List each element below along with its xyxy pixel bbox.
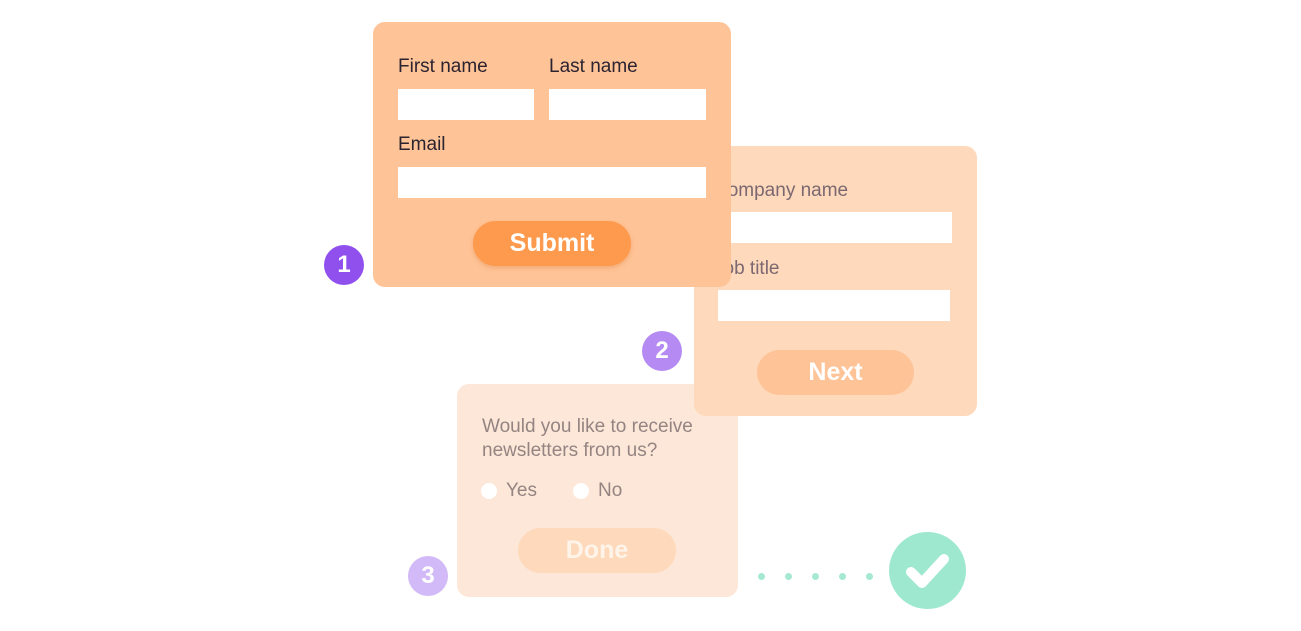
radio-yes[interactable] — [481, 483, 497, 499]
first-name-input[interactable] — [398, 89, 534, 120]
email-input[interactable] — [398, 167, 706, 198]
radio-no-label: No — [598, 480, 623, 501]
newsletter-question: Would you like to receive newsletters fr… — [482, 416, 693, 461]
step-1-badge: 1 — [324, 245, 364, 285]
submit-button[interactable]: Submit — [473, 221, 631, 266]
company-name-input[interactable] — [718, 212, 952, 243]
company-step-card: Company name Job title Next — [694, 146, 977, 416]
connector-dot — [758, 573, 765, 580]
checkmark-icon — [906, 554, 949, 588]
first-name-label: First name — [398, 56, 488, 77]
radio-no[interactable] — [573, 483, 589, 499]
done-button[interactable]: Done — [518, 528, 676, 573]
step-3-badge: 3 — [408, 556, 448, 596]
radio-option-no[interactable]: No — [573, 480, 622, 502]
last-name-label: Last name — [549, 56, 638, 77]
completion-badge — [889, 532, 966, 609]
newsletter-step-card: Would you like to receive newsletters fr… — [457, 384, 738, 597]
next-button[interactable]: Next — [757, 350, 914, 395]
progress-connector-dots — [758, 573, 873, 580]
connector-dot — [839, 573, 846, 580]
company-name-label: Company name — [714, 180, 849, 201]
radio-option-yes[interactable]: Yes — [481, 480, 537, 502]
connector-dot — [812, 573, 819, 580]
radio-yes-label: Yes — [506, 480, 537, 501]
personal-info-step-card: First name Last name Email Submit — [373, 22, 731, 287]
email-label: Email — [398, 134, 446, 155]
connector-dot — [866, 573, 873, 580]
job-title-input[interactable] — [718, 290, 950, 321]
last-name-input[interactable] — [549, 89, 706, 120]
connector-dot — [785, 573, 792, 580]
step-2-badge: 2 — [642, 331, 682, 371]
